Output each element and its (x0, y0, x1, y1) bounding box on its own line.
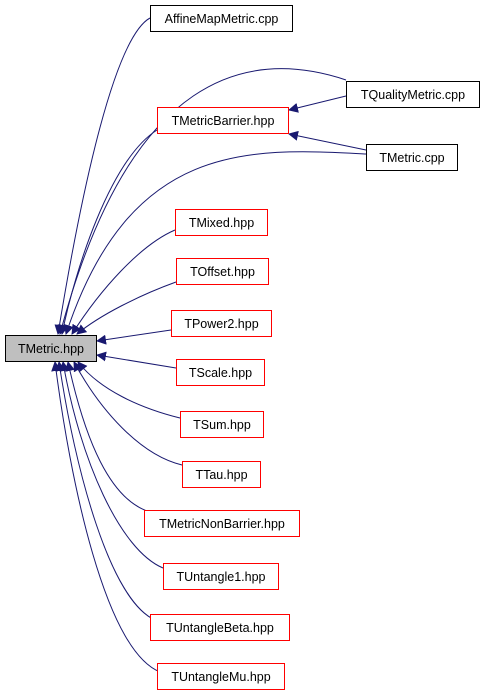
edge-mixed-to-root (71, 229, 176, 335)
edge-quality-to-barrier (288, 95, 347, 113)
node-tmixed-hpp[interactable]: TMixed.hpp (175, 209, 268, 236)
node-tqualitymetric-cpp[interactable]: TQualityMetric.cpp (346, 81, 480, 108)
edge-power2-to-root (96, 329, 172, 345)
edge-untanglemu-to-root (51, 361, 161, 673)
node-tmetricnonbarrier-hpp[interactable]: TMetricNonBarrier.hpp (144, 510, 300, 537)
edge-nonbarrier-to-root (65, 361, 151, 513)
node-tuntangle1-hpp[interactable]: TUntangle1.hpp (163, 563, 279, 590)
edge-quality-to-root (57, 68, 347, 335)
node-ttau-hpp[interactable]: TTau.hpp (182, 461, 261, 488)
node-tmetric-cpp[interactable]: TMetric.cpp (366, 144, 458, 171)
edge-sum-to-root (77, 361, 181, 419)
edge-scale-to-root (96, 351, 177, 369)
node-tuntanglebeta-hpp[interactable]: TUntangleBeta.hpp (150, 614, 290, 641)
node-tmetric-hpp[interactable]: TMetric.hpp (5, 335, 97, 362)
node-tmetricbarrier-hpp[interactable]: TMetricBarrier.hpp (157, 107, 289, 134)
edge-barrier-to-root (58, 129, 158, 335)
edge-tmetric-cpp-to-barrier (288, 130, 367, 151)
node-affinemapmetric-cpp[interactable]: AffineMapMetric.cpp (150, 5, 293, 32)
edge-offset-to-root (76, 281, 177, 335)
node-tpower2-hpp[interactable]: TPower2.hpp (171, 310, 272, 337)
node-toffset-hpp[interactable]: TOffset.hpp (176, 258, 269, 285)
node-tscale-hpp[interactable]: TScale.hpp (176, 359, 265, 386)
edge-untanglebeta-to-root (55, 361, 156, 621)
node-tsum-hpp[interactable]: TSum.hpp (180, 411, 264, 438)
edge-untangle1-to-root (59, 361, 164, 569)
node-tuntanglemu-hpp[interactable]: TUntangleMu.hpp (157, 663, 285, 690)
edge-tmetric-cpp-to-root (64, 151, 367, 335)
edge-tau-to-root (73, 361, 183, 466)
edge-affine-to-root (54, 17, 151, 335)
